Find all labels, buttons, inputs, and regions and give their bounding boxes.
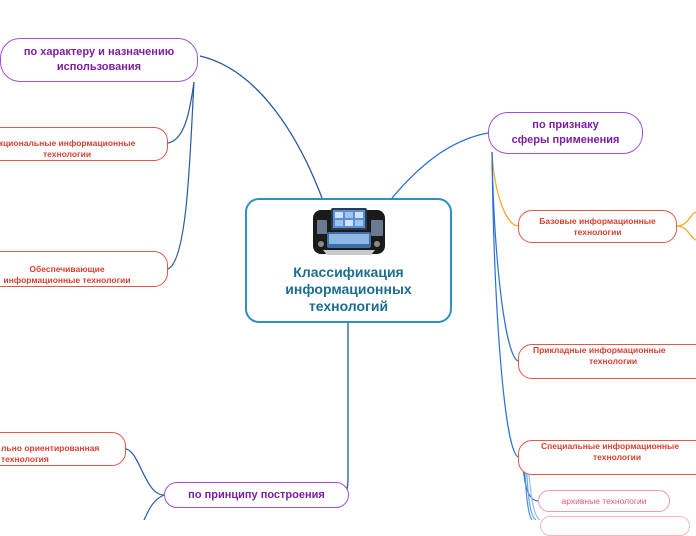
connector-central-scope [391,132,489,199]
topic-functional-it[interactable]: кциональные информационные технологии [0,127,168,161]
connector-central-purpose [199,55,323,199]
topic-archive-tech-label: архивные технологии [561,495,647,506]
topic-special-it[interactable]: Специальные информационные технологии [518,440,696,475]
topic-functional-it-line2: технологии [42,149,92,159]
topic-support-it[interactable]: Обеспечивающие информационные технологии [0,251,168,287]
topic-basic-it[interactable]: Базовые информационные технологии [518,210,677,243]
branch-construction-label: по принципу построения [188,488,325,501]
connector-scope-basic [491,151,519,227]
topic-basic-it-line1: Базовые информационные [539,215,656,226]
connector-purpose-support [167,81,195,270]
topic-archive-tech[interactable]: архивные технологии [538,490,670,512]
laptop-devices-icon [312,208,385,255]
connector-basic-children [676,211,696,241]
topic-applied-it-line1: Прикладные информационные [533,345,666,355]
branch-purpose-line2: использования [56,61,142,73]
branch-purpose[interactable]: по характеру и назначению использования [0,38,198,82]
topic-object-oriented-line1: льно ориентированная [1,443,100,453]
topic-applied-it[interactable]: Прикладные информационные технологии [518,344,696,379]
topic-functional-it-line1: кциональные информационные [0,138,136,148]
connector-construction-object [125,448,165,496]
topic-applied-it-line2: технологии [589,356,638,366]
branch-purpose-line1: по характеру и назначению [23,46,175,58]
branch-scope-line2: сферы применения [511,134,620,146]
topic-special-it-line1: Специальные информационные [541,441,680,451]
topic-support-it-line1: Обеспечивающие [29,264,105,274]
connector-purpose-functional [167,81,195,144]
branch-scope-line1: по признаку [532,119,599,131]
topic-object-oriented-line2: технология [1,454,49,464]
branch-construction[interactable]: по принципу построения [164,482,349,508]
topic-basic-it-line2: технологии [573,226,622,237]
topic-support-it-line2: информационные технологии [3,275,131,285]
topic-object-oriented[interactable]: льно ориентированная технология [0,432,126,466]
central-topic[interactable]: Классификация информационных технологий [245,198,452,323]
connector-construction-lower [143,494,165,520]
branch-scope[interactable]: по признаку сферы применения [488,112,643,154]
topic-next-subtopic[interactable] [540,516,690,536]
connector-scope-special [491,151,519,458]
connector-central-construction [346,323,349,496]
topic-special-it-line2: технологии [593,452,642,462]
central-title: Классификация информационных технологий [285,264,412,314]
